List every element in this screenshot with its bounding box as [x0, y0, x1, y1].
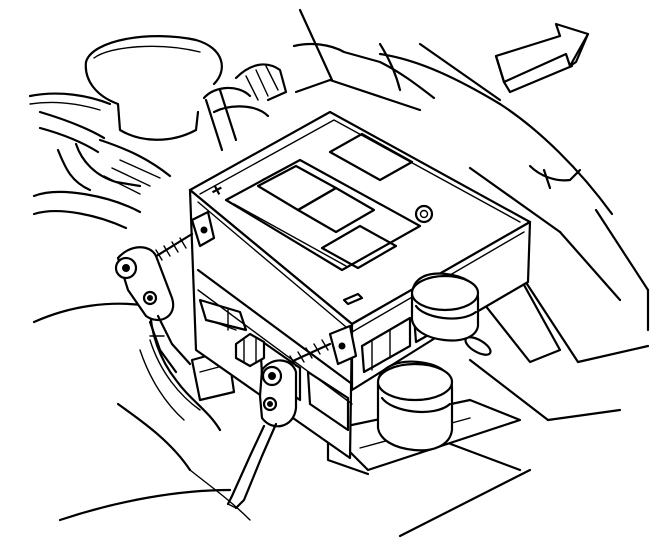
positive-cable — [114, 232, 194, 374]
side-terminal-upper — [190, 210, 216, 248]
direction-arrow-icon — [494, 22, 590, 94]
side-terminal-lower — [328, 324, 358, 366]
relay-caps — [376, 272, 480, 452]
engine-bay-background — [28, 8, 650, 538]
negative-cable — [226, 332, 332, 510]
